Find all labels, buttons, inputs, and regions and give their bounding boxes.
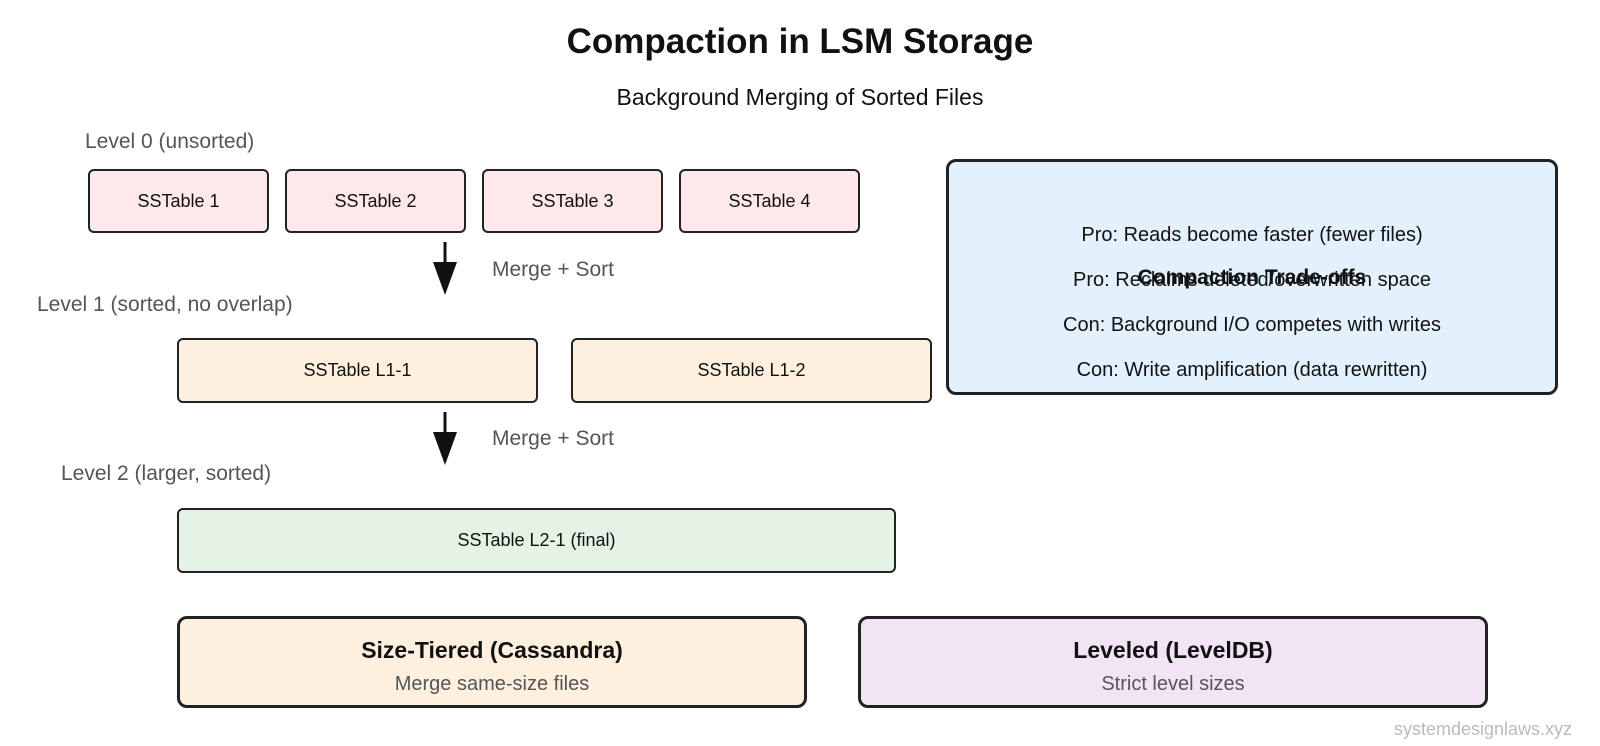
sstable-l0-3: SSTable 3 [482, 169, 663, 233]
tradeoffs-panel: Pro: Reads become faster (fewer files) P… [946, 159, 1558, 395]
strategy-title: Size-Tiered (Cassandra) [361, 637, 623, 663]
sstable-l0-4: SSTable 4 [679, 169, 860, 233]
merge-arrow-down-icon [433, 412, 457, 465]
tradeoff-line-3: Con: Background I/O competes with writes [1063, 314, 1441, 336]
level-2-label: Level 2 (larger, sorted) [61, 462, 272, 485]
strategy-description: Strict level sizes [1101, 673, 1245, 695]
diagram-subtitle: Background Merging of Sorted Files [616, 84, 984, 110]
tradeoff-line-4: Con: Write amplification (data rewritten… [1076, 359, 1428, 381]
sstable-l0-2: SSTable 2 [285, 169, 466, 233]
sstable-l1-2: SSTable L1-2 [571, 338, 932, 403]
watermark: systemdesignlaws.xyz [1393, 719, 1572, 739]
tradeoffs-title: Compaction Trade-offs [1137, 266, 1367, 289]
merge-sort-label-1: Merge + Sort [492, 258, 614, 281]
strategy-title: Leveled (LevelDB) [1073, 637, 1273, 663]
sstable-l2-1: SSTable L2-1 (final) [177, 508, 896, 573]
diagram-title: Compaction in LSM Storage [566, 22, 1034, 61]
strategy-description: Merge same-size files [394, 673, 590, 695]
leveled-strategy-box: Leveled (LevelDB) Strict level sizes [858, 616, 1488, 708]
merge-sort-label-2: Merge + Sort [492, 427, 614, 450]
size-tiered-strategy-box: Size-Tiered (Cassandra) Merge same-size … [177, 616, 807, 708]
merge-arrow-down-icon [433, 242, 457, 295]
level-1-label: Level 1 (sorted, no overlap) [37, 293, 293, 316]
tradeoff-line-2: Pro: Reclaims deleted/overwritten space [1073, 269, 1431, 291]
tradeoff-line-1: Pro: Reads become faster (fewer files) [1081, 224, 1423, 246]
sstable-l0-1: SSTable 1 [88, 169, 269, 233]
sstable-l1-1: SSTable L1-1 [177, 338, 538, 403]
level-0-label: Level 0 (unsorted) [85, 130, 255, 153]
